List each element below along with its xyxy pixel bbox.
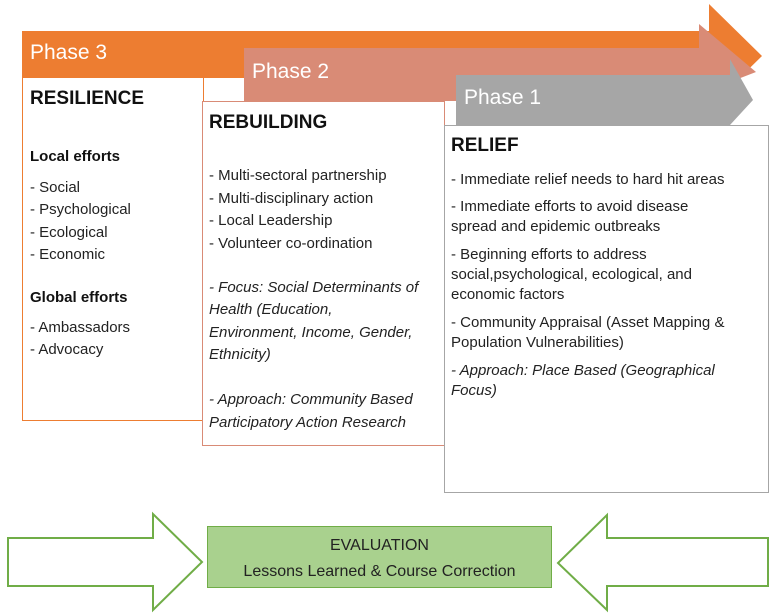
evaluation-subtitle: Lessons Learned & Course Correction [243, 563, 516, 580]
focus-text: Environment, Income, Gender, [209, 324, 413, 341]
relief-item: - Immediate efforts to avoid disease [451, 198, 689, 215]
local-item: - Ecological [30, 224, 108, 241]
evaluation-box: EVALUATION Lessons Learned & Course Corr… [207, 526, 552, 588]
relief-item: Population Vulnerabilities) [451, 334, 624, 351]
evaluation-right-arrow [556, 512, 769, 613]
phase1-label: Phase 1 [464, 86, 542, 109]
local-item: - Psychological [30, 201, 131, 218]
local-item: - Social [30, 179, 81, 196]
local-item: - Economic [30, 246, 106, 263]
evaluation-title: EVALUATION [330, 537, 429, 554]
phase3-box [22, 78, 204, 421]
global-efforts-heading: Global efforts [30, 289, 128, 306]
focus-text: Health (Education, [209, 301, 333, 318]
global-item: - Ambassadors [30, 319, 131, 336]
phase1-title: RELIEF [451, 135, 519, 156]
relief-item: spread and epidemic outbreaks [451, 218, 661, 235]
approach-text: Participatory Action Research [209, 414, 407, 431]
relief-item: economic factors [451, 286, 565, 303]
global-item: - Advocacy [30, 341, 104, 358]
phase2-label: Phase 2 [252, 60, 330, 83]
focus-text: - Focus: Social Determinants of [209, 279, 419, 296]
rebuilding-item: - Volunteer co-ordination [209, 235, 373, 252]
phase3-title: RESILIENCE [30, 88, 145, 109]
evaluation-left-arrow [7, 511, 204, 613]
phase1-arrow [456, 59, 753, 125]
relief-item: - Beginning efforts to address [451, 246, 647, 263]
phase3-label: Phase 3 [30, 41, 108, 64]
phase2-title: REBUILDING [209, 112, 328, 133]
relief-approach: Focus) [451, 382, 497, 399]
approach-text: - Approach: Community Based [209, 391, 413, 408]
phase1-box [444, 125, 769, 493]
rebuilding-item: - Local Leadership [209, 212, 333, 229]
local-efforts-heading: Local efforts [30, 148, 121, 165]
relief-item: social,psychological, ecological, and [451, 266, 692, 283]
focus-text: Ethnicity) [209, 346, 271, 363]
phase2-box [202, 101, 445, 446]
relief-item: - Community Appraisal (Asset Mapping & [451, 314, 725, 331]
relief-approach: - Approach: Place Based (Geographical [451, 362, 715, 379]
rebuilding-item: - Multi-sectoral partnership [209, 167, 387, 184]
relief-item: - Immediate relief needs to hard hit are… [451, 171, 725, 188]
rebuilding-item: - Multi-disciplinary action [209, 190, 374, 207]
